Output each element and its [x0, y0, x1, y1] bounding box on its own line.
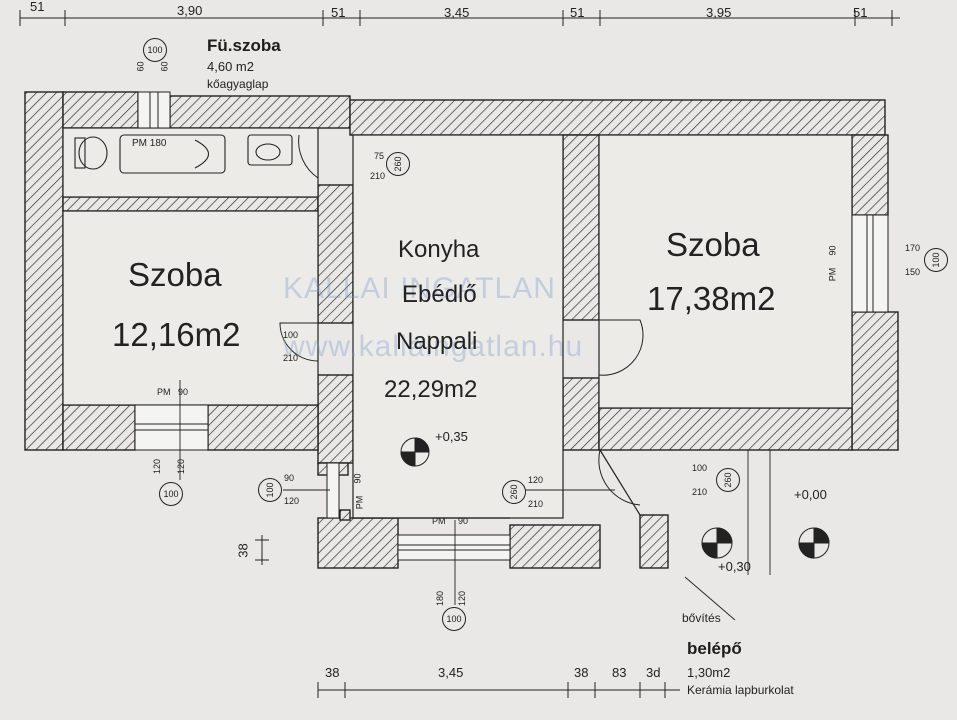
dim-top-2: 3,90: [177, 3, 203, 18]
dim-bottom-1: 38: [325, 665, 340, 680]
dim-top-6: 3,95: [706, 5, 732, 20]
dim-top-7: 51: [853, 5, 868, 20]
top-dimension-line: [19, 10, 900, 26]
bottom-dimension-line: [317, 682, 680, 698]
bath-name: Fü.szoba: [207, 36, 281, 55]
extension-label: bővítés: [682, 611, 721, 625]
windows: [134, 91, 889, 561]
bath-window-tag: 100: [143, 38, 167, 62]
dim-top-1: 51: [30, 0, 45, 14]
bath-door-h: 210: [370, 171, 386, 181]
bath-window-h: 60: [159, 61, 170, 72]
center-side-pm-h: 90: [352, 473, 363, 484]
left-door-h: 210: [283, 353, 299, 363]
right-window-w: 170: [905, 243, 921, 253]
right-room-name: Szoba: [666, 226, 760, 263]
left-window-w: 120: [152, 458, 163, 475]
right-window-pm-h: 90: [827, 245, 838, 256]
watermark-line1: KALLAI INGATLAN: [283, 272, 556, 305]
center-room-line2: Ebédlő: [402, 281, 477, 308]
left-window-pm-h: 90: [178, 387, 189, 397]
dim-bottom-5: 3d: [646, 665, 661, 680]
entry-door-h: 210: [692, 487, 708, 497]
bath-floor: kőagyaglap: [207, 77, 269, 91]
bath-door-tag: 260: [386, 152, 410, 176]
room-interiors: [62, 127, 853, 519]
dim-top-4: 3,45: [444, 5, 470, 20]
leader-lines: [179, 380, 771, 621]
center-side-w: 90: [284, 473, 295, 483]
dim-top-5: 51: [570, 5, 585, 20]
level-outside: +0,00: [794, 487, 827, 502]
right-window-h: 150: [905, 267, 921, 277]
bath-area: 4,60 m2: [207, 59, 254, 74]
center-side-h: 120: [284, 496, 300, 506]
bottom-tag: 100: [442, 607, 466, 631]
bottom-pm-h: 90: [458, 516, 469, 526]
left-room-name: Szoba: [128, 256, 222, 293]
bottom-w: 180: [435, 590, 446, 607]
dim-bottom-2: 3,45: [438, 665, 464, 680]
side-dimension-line: [255, 535, 269, 565]
right-window-pm: PM: [827, 267, 838, 282]
dim-bottom-4: 83: [612, 665, 627, 680]
center-door-h: 210: [528, 499, 544, 509]
left-window-tag: 100: [159, 482, 183, 506]
dim-bottom-3: 38: [574, 665, 589, 680]
door-swings: [279, 134, 644, 506]
bathroom-fixtures: [74, 134, 293, 174]
right-window-tag: 100: [924, 248, 948, 272]
bottom-pm: PM: [432, 516, 446, 526]
entry-area: 1,30m2: [687, 665, 731, 680]
center-room-line1: Konyha: [398, 236, 480, 263]
dim-top-3: 51: [331, 5, 346, 20]
center-door-tag: 260: [502, 480, 526, 504]
walls: [24, 91, 899, 569]
bath-tub-label: PM 180: [132, 138, 167, 149]
level-center: +0,35: [435, 429, 468, 444]
entry-door-tag: 260: [716, 468, 740, 492]
level-markers: [400, 437, 830, 559]
center-room-line3: Nappali: [396, 328, 478, 355]
left-door-w: 100: [283, 330, 299, 340]
entry-floor: Kerámia lapburkolat: [687, 683, 794, 697]
center-room-area: 22,29m2: [384, 376, 478, 403]
dim-side: 38: [235, 543, 251, 558]
center-side-pm: PM: [354, 495, 365, 510]
center-side-tag: 100: [258, 478, 282, 502]
right-room-area: 17,38m2: [647, 280, 776, 317]
entry-name: belépő: [687, 639, 742, 658]
center-door-w: 120: [528, 475, 544, 485]
left-window-h: 120: [176, 458, 187, 475]
bath-window-w: 60: [135, 61, 146, 72]
bottom-h: 120: [457, 590, 468, 607]
left-window-pm: PM: [157, 387, 171, 397]
watermark-line2: www.kallaingatlan.hu: [283, 330, 584, 363]
entry-door-w: 100: [692, 463, 708, 473]
level-entry: +0,30: [718, 559, 751, 574]
left-room-area: 12,16m2: [112, 316, 241, 353]
bath-door-w: 75: [374, 151, 385, 161]
